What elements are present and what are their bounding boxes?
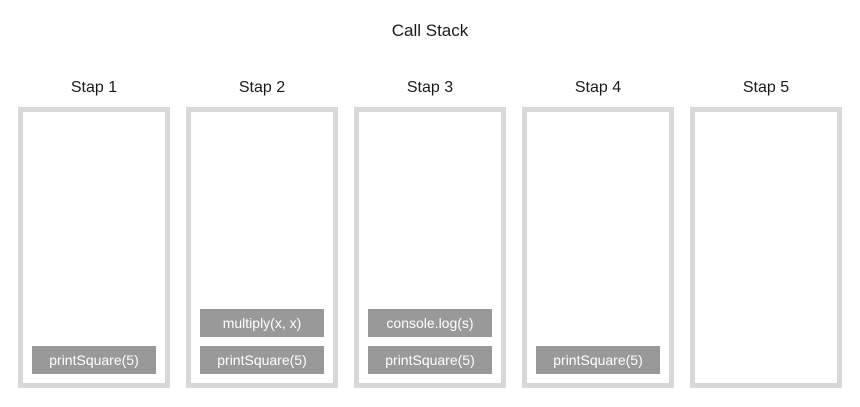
step-column: Stap 3 console.log(s) printSquare(5) bbox=[354, 40, 506, 388]
call-stack-container: printSquare(5) bbox=[522, 107, 674, 388]
step-label: Stap 2 bbox=[238, 79, 286, 96]
call-stack-container: printSquare(5) bbox=[18, 107, 170, 388]
step-label: Stap 4 bbox=[574, 79, 622, 96]
call-stack-container: console.log(s) printSquare(5) bbox=[354, 107, 506, 388]
stack-frame: multiply(x, x) bbox=[200, 309, 324, 337]
diagram-title: Call Stack bbox=[391, 21, 469, 40]
stack-frame: printSquare(5) bbox=[368, 346, 492, 374]
call-stack-container: multiply(x, x) printSquare(5) bbox=[186, 107, 338, 388]
step-column: Stap 5 bbox=[690, 40, 842, 388]
step-column: Stap 1 printSquare(5) bbox=[18, 40, 170, 388]
stack-frame: printSquare(5) bbox=[200, 346, 324, 374]
stack-frame: console.log(s) bbox=[368, 309, 492, 337]
step-label: Stap 1 bbox=[70, 79, 118, 96]
steps-row: Stap 1 printSquare(5) Stap 2 multiply(x,… bbox=[18, 40, 842, 388]
step-column: Stap 2 multiply(x, x) printSquare(5) bbox=[186, 40, 338, 388]
call-stack-container bbox=[690, 107, 842, 388]
step-label: Stap 3 bbox=[406, 79, 454, 96]
stack-frame: printSquare(5) bbox=[32, 346, 156, 374]
step-label: Stap 5 bbox=[742, 79, 790, 96]
stack-frame: printSquare(5) bbox=[536, 346, 660, 374]
step-column: Stap 4 printSquare(5) bbox=[522, 40, 674, 388]
